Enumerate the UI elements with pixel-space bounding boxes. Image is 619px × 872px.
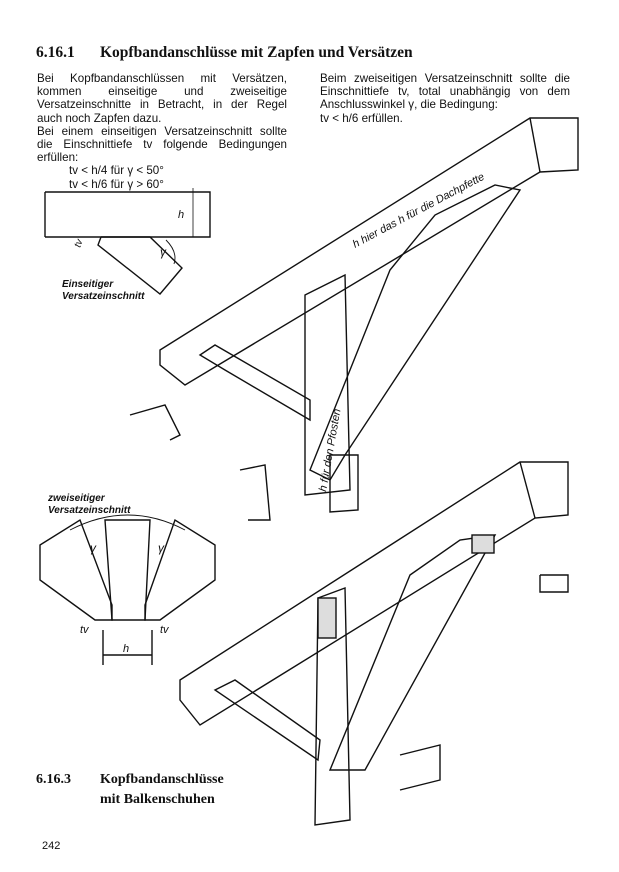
svg-text:tv: tv: [72, 237, 85, 249]
single-notch-detail: h γ tv: [44, 188, 211, 295]
truss-drawing-1: h hier das h für die Dachpfette h für de…: [129, 117, 579, 521]
svg-text:h: h: [123, 643, 129, 655]
condition: tv < h/6 für γ > 60°: [69, 177, 164, 191]
svg-text:h: h: [178, 209, 184, 221]
page-number: 242: [42, 840, 61, 852]
left-column-text: Bei Kopfbandanschlüssen mit Versätzen, k…: [37, 72, 287, 191]
paragraph: tv < h/6 erfüllen.: [320, 111, 403, 125]
svg-text:tv: tv: [160, 624, 170, 636]
dachpfette-label: h hier das h für die Dachpfette: [351, 171, 487, 251]
svg-text:γ: γ: [90, 541, 97, 555]
svg-text:tv: tv: [80, 624, 90, 636]
paragraph: Beim zweiseitigen Versatzeinschnitt soll…: [320, 72, 570, 112]
condition: tv < h/4 für γ < 50°: [69, 164, 164, 178]
right-column-text: Beim zweiseitigen Versatzeinschnitt soll…: [320, 72, 570, 125]
svg-text:h für den Pfosten: h für den Pfosten: [317, 408, 343, 493]
svg-text:γ: γ: [160, 245, 167, 259]
truss-drawing-2: [179, 461, 569, 826]
paragraph: Bei Kopfbandanschlüssen mit Versätzen, k…: [37, 72, 287, 125]
paragraph: Bei einem einseitigen Versatzeinschnitt …: [37, 124, 287, 165]
svg-text:γ: γ: [158, 541, 165, 555]
double-notch-detail: h γ γ tv tv: [39, 514, 216, 665]
